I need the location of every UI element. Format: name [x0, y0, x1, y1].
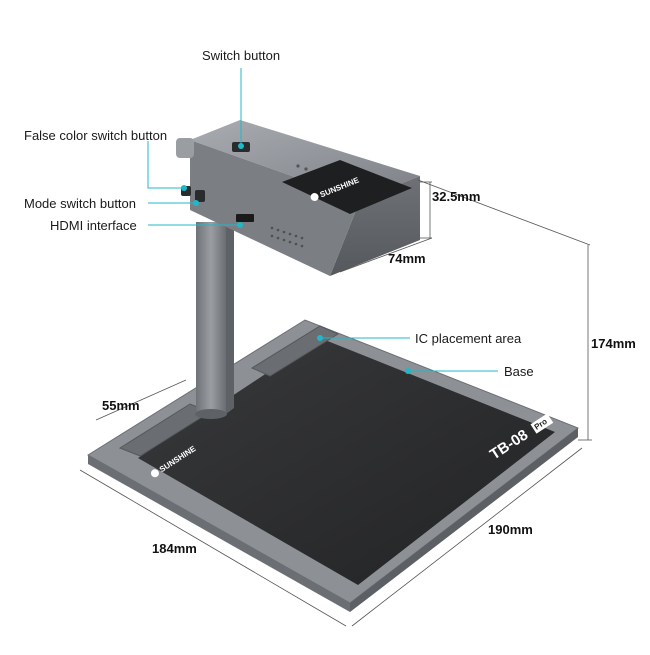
label-false-color-switch-button: False color switch button [24, 128, 168, 143]
label-mode-switch-button: Mode switch button [24, 196, 137, 211]
label-base: Base [504, 364, 534, 379]
camera-module [176, 120, 420, 276]
label-hdmi-interface: HDMI interface [50, 218, 137, 233]
label-ic-placement-area: IC placement area [415, 331, 522, 346]
callout-dots [181, 143, 411, 374]
dim-total-height: 174mm [591, 336, 636, 351]
dim-slot-width: 55mm [102, 398, 140, 413]
dim-base-width: 184mm [152, 541, 197, 556]
mat [138, 338, 555, 585]
stand-pole [195, 218, 234, 419]
camera-label-panel [282, 160, 412, 214]
callout-lines [147, 68, 498, 372]
dim-camera-width: 74mm [388, 251, 426, 266]
mode-button [195, 190, 205, 202]
hdmi-port [236, 214, 254, 222]
label-switch-button: Switch button [202, 48, 281, 63]
placement-slot-right [250, 325, 340, 377]
dim-camera-height: 32.5mm [432, 189, 481, 204]
dimension-lines [79, 179, 592, 627]
dim-base-depth: 190mm [488, 522, 533, 537]
